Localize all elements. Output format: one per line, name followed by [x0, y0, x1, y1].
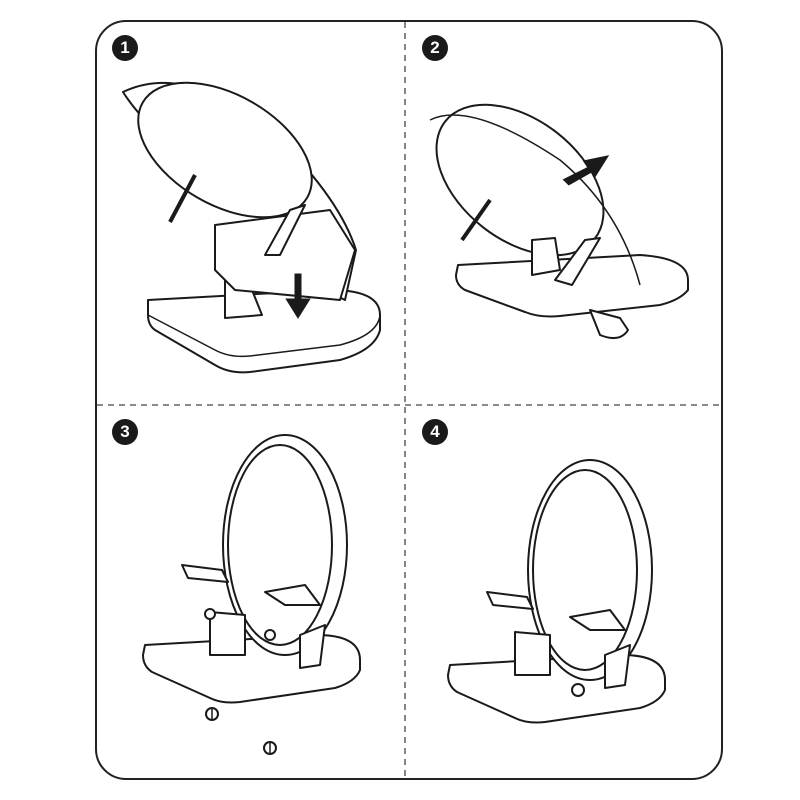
panel-3-illustration	[142, 434, 361, 755]
arrow-down-icon	[285, 273, 311, 319]
panel-1-illustration	[122, 81, 381, 374]
step-badge-4: 4	[422, 419, 448, 445]
arrow-up-right-icon	[562, 155, 610, 186]
step-badge-2: 2	[422, 35, 448, 61]
outer-frame	[95, 20, 723, 780]
panel-4-illustration	[447, 459, 666, 724]
step-badge-1: 1	[112, 35, 138, 61]
panel-2-illustration	[429, 103, 689, 340]
step-badge-3: 3	[112, 419, 138, 445]
screw-icon	[205, 707, 219, 721]
screw-icon	[263, 741, 277, 755]
